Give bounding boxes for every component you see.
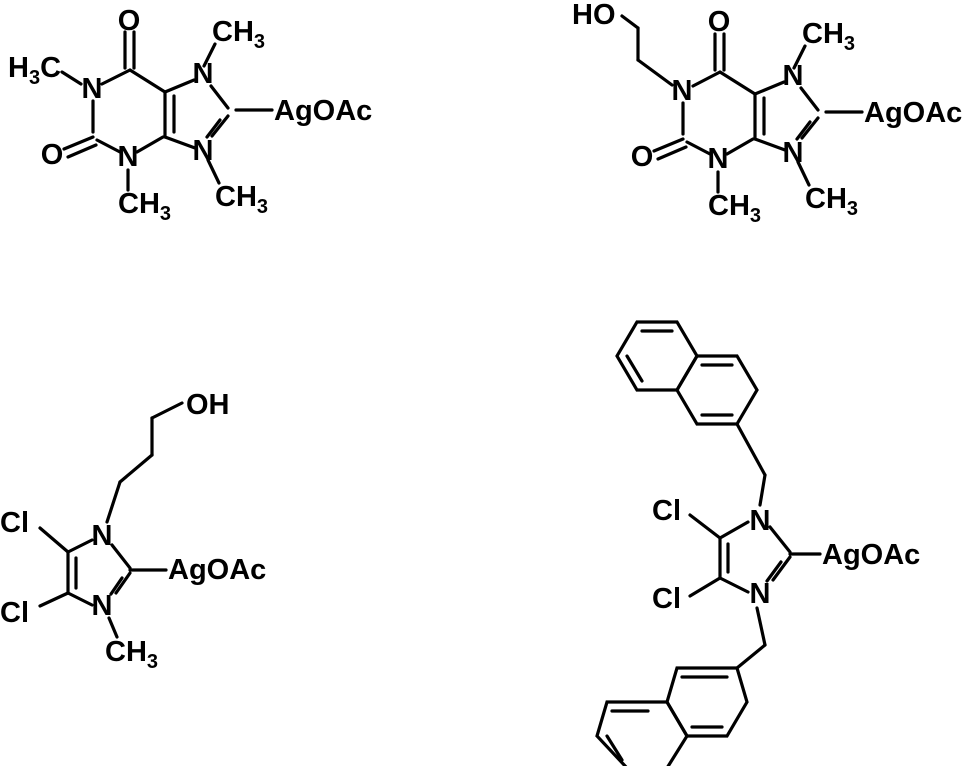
chlorine-label: Cl <box>652 495 681 527</box>
bonds <box>38 401 184 639</box>
nitrogen-label: N <box>708 143 729 175</box>
nitrogen-label: N <box>750 505 771 537</box>
nitrogen-label: N <box>783 137 804 169</box>
oxygen-label: O <box>41 139 64 171</box>
molecule-dichloroimidazole-hydroxypropyl-silver-complex: OH N N Cl Cl CH3 AgOAc <box>0 389 266 673</box>
oxygen-label: O <box>708 6 731 38</box>
nitrogen-label: N <box>750 578 771 610</box>
methyl-label: CH3 <box>212 16 265 53</box>
nitrogen-label: N <box>82 73 103 105</box>
nitrogen-label: N <box>193 58 214 90</box>
upper-naphthalene-ring <box>615 320 759 426</box>
lower-naphthalene-ring <box>595 666 749 766</box>
hydroxyl-label: OH <box>186 389 230 421</box>
nitrogen-label: N <box>783 60 804 92</box>
molecule-dichloroimidazole-bis-naphthylmethyl-silver-complex: N N Cl Cl AgOAc <box>595 320 920 766</box>
methyl-label: CH3 <box>215 181 268 218</box>
methyl-label: CH3 <box>105 636 158 673</box>
silver-acetate-label: AgOAc <box>864 97 962 129</box>
atom-labels: O O N N N N H3C CH3 CH3 CH3 AgOAc <box>8 5 372 225</box>
silver-acetate-label: AgOAc <box>168 554 266 586</box>
oxygen-label: O <box>631 141 654 173</box>
methyl-label: CH3 <box>708 190 761 227</box>
methyl-label: H3C <box>8 52 61 89</box>
nitrogen-label: N <box>193 135 214 167</box>
methyl-label: CH3 <box>802 18 855 55</box>
hydroxyl-label: HO <box>572 0 616 31</box>
chlorine-label: Cl <box>652 583 681 615</box>
atom-labels: OH N N Cl Cl CH3 AgOAc <box>0 389 266 673</box>
molecule-caffeine-silver-complex: O O N N N N H3C CH3 CH3 CH3 AgOAc <box>8 5 372 225</box>
methyl-label: CH3 <box>805 183 858 220</box>
atom-labels: HO O O N N N N CH3 CH3 CH3 AgOAc <box>572 0 962 227</box>
bonds <box>595 320 822 766</box>
methyl-label: CH3 <box>118 188 171 225</box>
oxygen-label: O <box>118 5 141 37</box>
silver-acetate-label: AgOAc <box>274 95 372 127</box>
silver-acetate-label: AgOAc <box>822 539 920 571</box>
bonds <box>60 30 274 192</box>
nitrogen-label: N <box>92 590 113 622</box>
nitrogen-label: N <box>672 75 693 107</box>
atom-labels: N N Cl Cl AgOAc <box>652 495 920 615</box>
molecule-hydroxyethyl-theobromine-silver-complex: HO O O N N N N CH3 CH3 CH3 AgOAc <box>572 0 962 227</box>
chlorine-label: Cl <box>0 507 29 539</box>
bonds <box>620 14 864 194</box>
chlorine-label: Cl <box>0 597 29 629</box>
nitrogen-label: N <box>92 520 113 552</box>
nitrogen-label: N <box>118 141 139 173</box>
